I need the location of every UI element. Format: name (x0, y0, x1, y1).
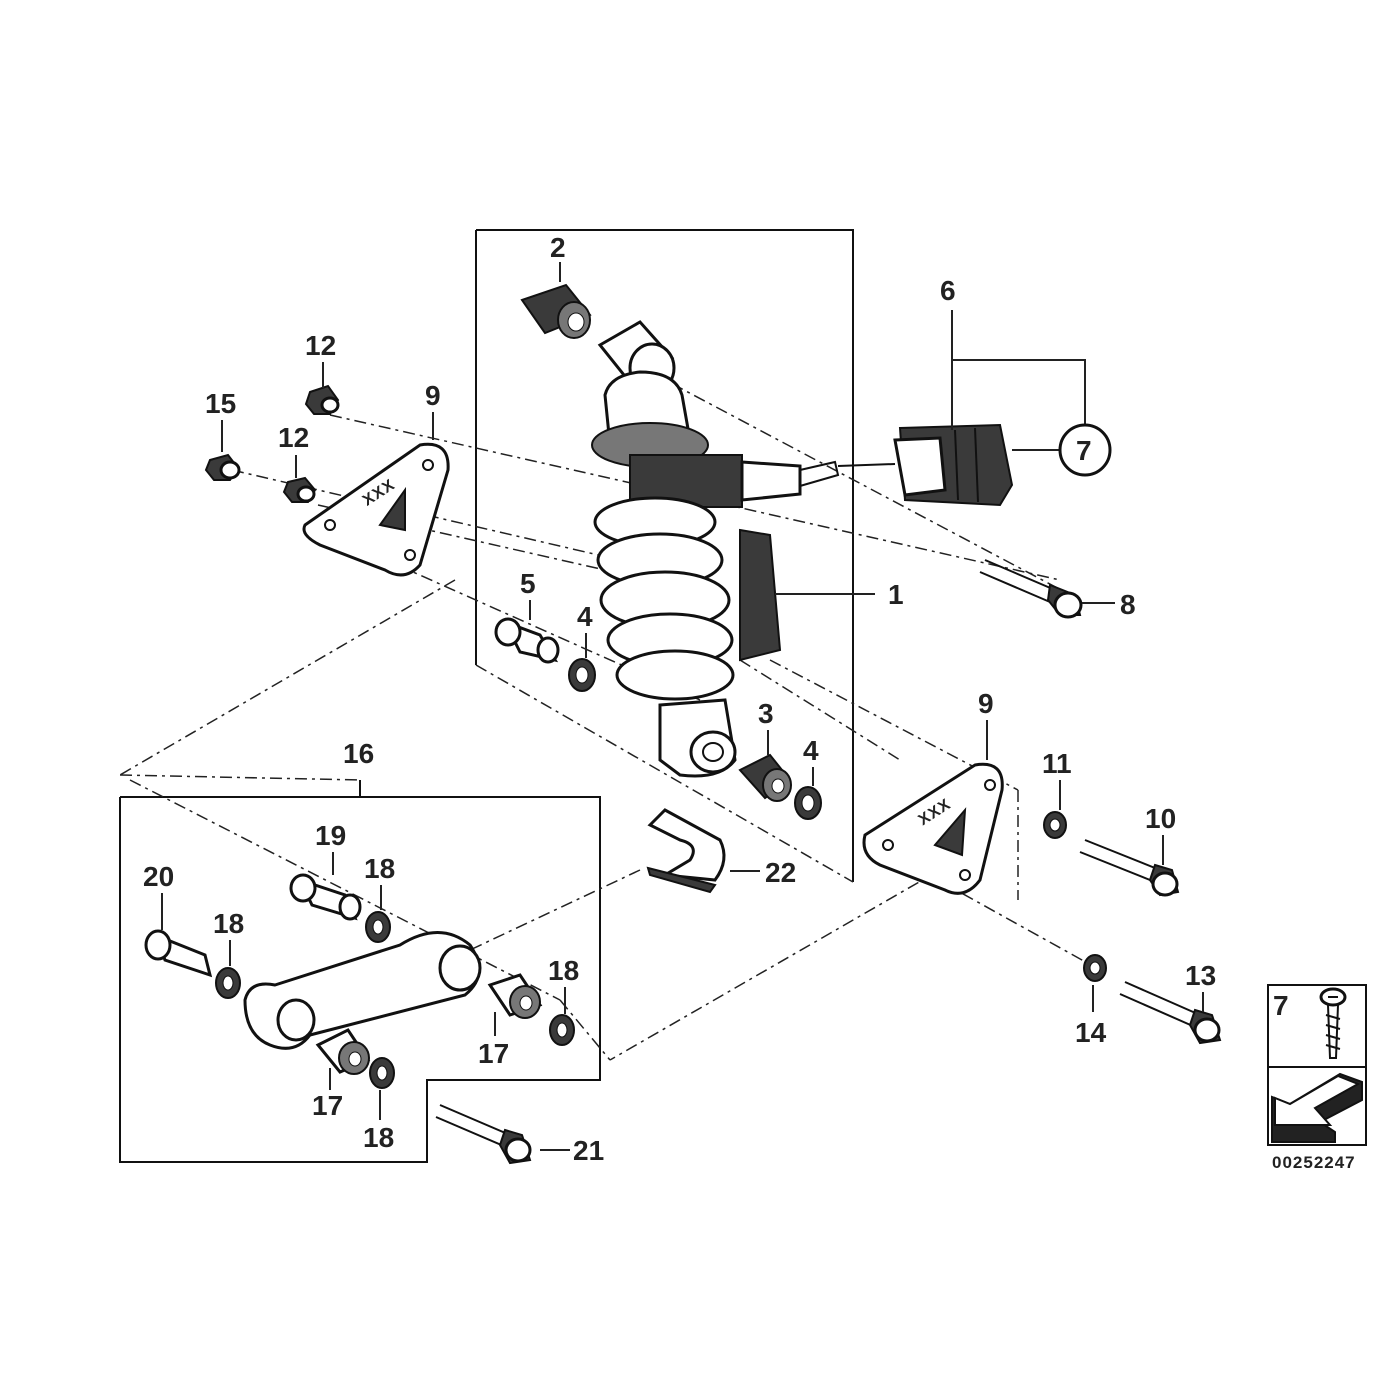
washer-18-a-hole (372, 919, 384, 935)
shock-group-frame (476, 229, 854, 882)
callout-11: 11 (1042, 748, 1072, 779)
callout-21: 21 (573, 1135, 604, 1166)
callout-9-left: 9 (425, 380, 441, 411)
callout-22: 22 (765, 857, 796, 888)
callout-14: 14 (1075, 1017, 1107, 1048)
callout-6: 6 (940, 275, 956, 306)
callout-18-a: 18 (364, 853, 395, 884)
callout-19: 19 (315, 820, 346, 851)
legend-part-number: 7 (1273, 990, 1289, 1021)
spacer-5 (494, 617, 560, 664)
washer-4-bottom-hole (801, 794, 815, 812)
linkage-group-frame (119, 796, 601, 1163)
bolt-13 (1119, 981, 1222, 1045)
bushing-17-right (487, 973, 543, 1019)
callout-12-top: 12 (305, 330, 336, 361)
washer-18-c-hole (556, 1022, 568, 1038)
bolt-8 (979, 559, 1083, 619)
bracket-9-right (862, 762, 1004, 895)
callout-8: 8 (1120, 589, 1136, 620)
callout-4-bottom: 4 (803, 735, 819, 766)
callout-17-right: 17 (478, 1038, 509, 1069)
callout-7: 7 (1076, 435, 1092, 466)
shock-absorber-1 (591, 370, 896, 778)
callout-13: 13 (1185, 960, 1216, 991)
callout-15: 15 (205, 388, 236, 419)
direction-arrow-icon (1271, 1072, 1363, 1143)
callout-9-right: 9 (978, 688, 994, 719)
callout-4-top: 4 (577, 601, 593, 632)
callout-18-d: 18 (363, 1122, 394, 1153)
bushing-3 (738, 753, 792, 802)
bushing-2 (520, 283, 592, 339)
washer-11-hole (1049, 818, 1061, 832)
callout-7-circle (1058, 423, 1112, 477)
callout-16: 16 (343, 738, 374, 769)
bolt-10 (1079, 839, 1180, 897)
callout-10: 10 (1145, 803, 1176, 834)
nut-12-top (304, 384, 340, 415)
washer-18-b-hole (222, 975, 234, 991)
leader-6 (951, 310, 1086, 425)
diagram-id: 00252247 (1272, 1153, 1356, 1172)
callout-12-bottom: 12 (278, 422, 309, 453)
sleeve-22 (646, 808, 726, 894)
bushing-17-left (315, 1028, 371, 1075)
callout-2: 2 (550, 232, 566, 263)
linkage-lever-16 (243, 931, 482, 1050)
pin-20 (144, 929, 213, 978)
washer-14-hole (1089, 961, 1101, 975)
callout-18-b: 18 (213, 908, 244, 939)
callout-18-c: 18 (548, 955, 579, 986)
nut-15 (204, 453, 241, 481)
nut-12-bottom (282, 476, 317, 503)
adjuster-knob-6 (893, 423, 1014, 507)
callout-leaders (161, 262, 1204, 1120)
bolt-21 (435, 1104, 532, 1165)
callout-5: 5 (520, 568, 536, 599)
washer-18-d-hole (376, 1065, 388, 1081)
bracket-9-left (302, 442, 450, 577)
callout-20: 20 (143, 861, 174, 892)
callout-labels: 2 1 6 7 8 12 12 15 9 5 4 9 3 4 11 10 16 … (143, 232, 1216, 1166)
spacer-19 (289, 873, 362, 921)
legend-box: 7 (1267, 984, 1367, 1146)
callout-17-left: 17 (312, 1090, 343, 1121)
washer-4-top-hole (575, 666, 589, 684)
screw-icon (1319, 987, 1347, 1059)
callout-3: 3 (758, 698, 774, 729)
callout-1: 1 (888, 579, 904, 610)
